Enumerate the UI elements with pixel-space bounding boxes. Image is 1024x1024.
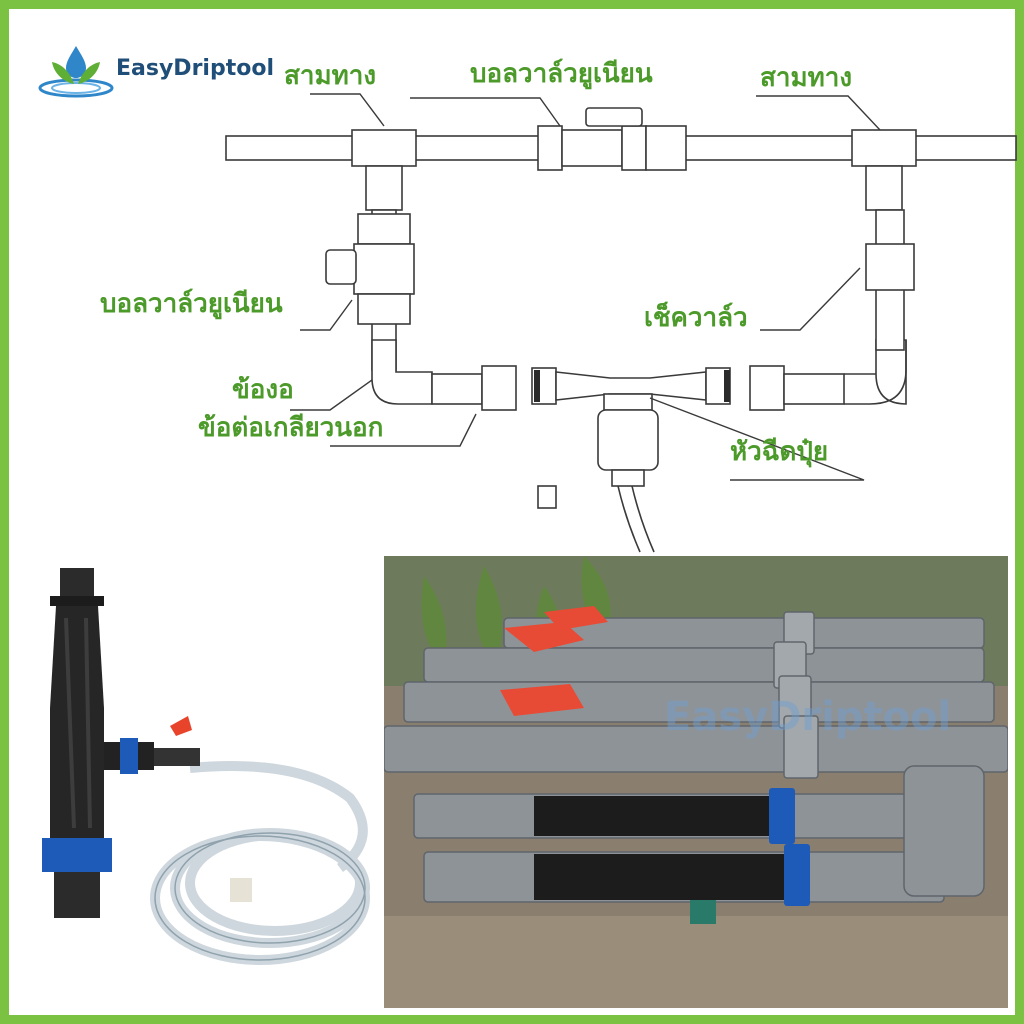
- label-union-valve-left: บอลวาล์วยูเนียน: [100, 289, 283, 319]
- leader-male-adapter: [330, 413, 477, 447]
- leader-valve-left: [300, 299, 353, 331]
- watermark: EasyDriptool: [664, 694, 952, 740]
- label-male-adapter: ข้อต่อเกลียวนอก: [198, 413, 384, 443]
- label-union-valve-top: บอลวาล์วยูเนียน: [470, 59, 653, 89]
- top-valve-handle: [585, 107, 643, 127]
- product-photo-injector: [20, 548, 380, 1008]
- installation-photo: EasyDriptool: [384, 556, 1008, 1008]
- leader-valve-top: [410, 97, 561, 127]
- leader-check-valve: [760, 267, 861, 331]
- leader-injector: [649, 397, 865, 481]
- leader-tee-left: [310, 93, 385, 127]
- label-fertilizer-injector: หัวฉีดปุ๋ย: [730, 437, 829, 467]
- leader-elbow: [290, 379, 373, 411]
- pipe-diagram: [225, 93, 1017, 553]
- label-elbow: ข้องอ: [232, 375, 294, 405]
- top-valve-union-left: [537, 125, 563, 171]
- left-valve-body: [353, 243, 415, 295]
- tee-right: [851, 129, 917, 167]
- check-valve: [865, 243, 915, 291]
- brand-logo: EasyDriptool: [36, 38, 274, 100]
- injector-suction-port: [597, 409, 659, 471]
- label-check-valve: เช็ควาล์ว: [644, 303, 748, 333]
- brand-name: EasyDriptool: [116, 56, 274, 81]
- label-tee-left: สามทาง: [284, 61, 377, 91]
- left-male-adapter: [481, 365, 517, 411]
- label-tee-right: สามทาง: [760, 63, 853, 93]
- left-elbow: [371, 339, 433, 405]
- left-valve-handle: [325, 249, 357, 285]
- leader-tee-right: [756, 95, 881, 131]
- water-drop-leaf-logo-icon: [38, 46, 114, 98]
- tee-left: [351, 129, 417, 167]
